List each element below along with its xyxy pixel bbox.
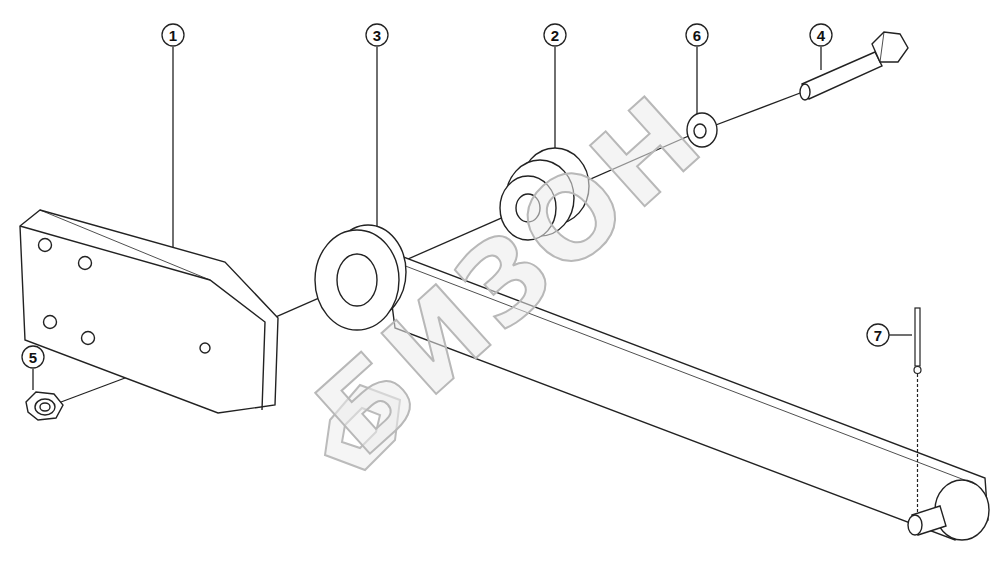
callout-number: 2	[551, 28, 559, 43]
callout-number: 1	[169, 28, 177, 43]
callout-number: 5	[29, 350, 37, 365]
callout-number: 3	[373, 28, 381, 43]
callout-number: 4	[817, 28, 825, 43]
callout-number: 7	[874, 328, 882, 343]
callout-number: 6	[693, 28, 701, 43]
